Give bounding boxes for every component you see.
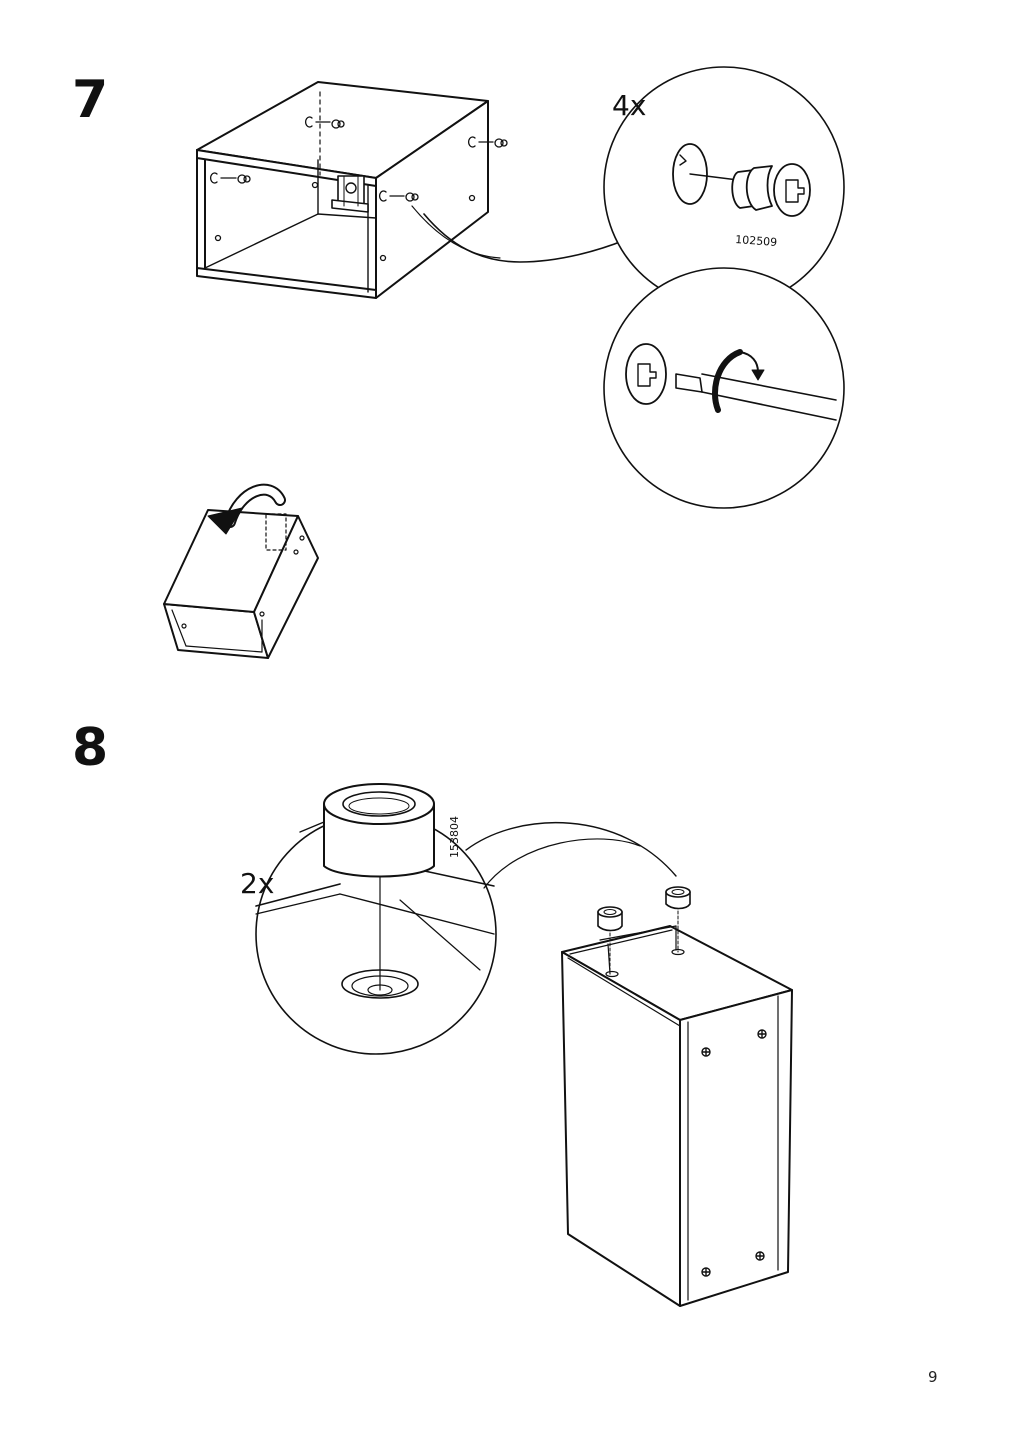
step-7-number: 7 (72, 70, 109, 130)
cam-lock-part-number: 102509 (735, 233, 778, 249)
foot-part-number: 153804 (448, 816, 461, 858)
page-number: 9 (928, 1368, 938, 1386)
step-7-flip-box-illustration (163, 483, 319, 659)
step-8-cabinet-illustration (561, 886, 793, 1307)
step-7-cabinet-illustration (196, 81, 626, 299)
step-7-screwdriver-detail (603, 267, 845, 509)
step-8-foot-detail (255, 783, 677, 1055)
step-7-quantity: 4x (612, 89, 646, 122)
step-7-cam-lock-detail: 102509 (603, 66, 845, 308)
step-8-number: 8 (72, 718, 109, 778)
step-8-quantity: 2x (240, 867, 274, 900)
